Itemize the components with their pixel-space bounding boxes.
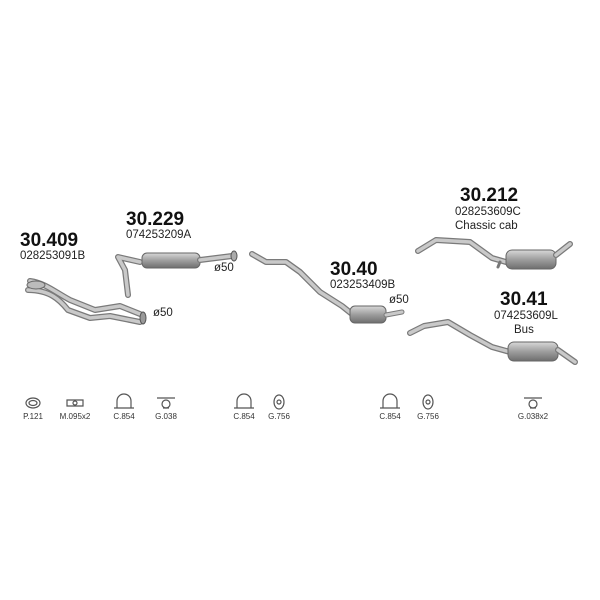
part-number: 30.212 <box>460 185 519 206</box>
rubber-mount-icon <box>422 394 434 410</box>
part-3041-rear-silencer <box>407 319 578 365</box>
diameter-label: ø50 <box>214 262 234 274</box>
part-number: 30.409 <box>20 230 79 251</box>
application-note: Bus <box>514 324 534 336</box>
part-number: 30.40 <box>330 259 378 280</box>
accessory-code: G.038x2 <box>517 412 549 421</box>
mount-icon <box>157 397 175 409</box>
gasket-icon <box>25 397 41 409</box>
diameter-label: ø50 <box>153 307 173 319</box>
accessory-code: P.121 <box>23 412 43 421</box>
part-30229-middle-muffler <box>115 250 238 298</box>
diameter-label: ø50 <box>389 294 409 306</box>
rubber-mount-icon <box>273 394 285 410</box>
mount-icon <box>524 397 542 409</box>
accessory-code: M.095x2 <box>59 412 91 421</box>
oem-number: 028253609C <box>455 206 521 218</box>
application-note: Chassic cab <box>455 220 518 232</box>
accessory-code: C.854 <box>233 412 255 421</box>
accessory-code: G.756 <box>417 412 439 421</box>
oem-number: 023253409B <box>330 279 396 291</box>
accessory-icons <box>25 393 542 410</box>
nut-icon <box>66 399 84 407</box>
part-30212-rear-silencer <box>415 237 573 270</box>
part-number: 30.229 <box>126 209 185 230</box>
oem-number: 074253209A <box>126 229 192 241</box>
part-3040-rear-muffler <box>249 251 405 324</box>
clamp-icon <box>380 393 400 409</box>
accessory-code: G.038 <box>155 412 177 421</box>
accessory-code: C.854 <box>113 412 135 421</box>
oem-number: 028253091B <box>20 250 86 262</box>
oem-number: 074253609L <box>494 310 558 322</box>
part-number: 30.41 <box>500 289 548 310</box>
accessory-code: C.854 <box>379 412 401 421</box>
clamp-icon <box>234 393 254 409</box>
accessory-code: G.756 <box>268 412 290 421</box>
clamp-icon <box>114 393 134 409</box>
part-30409-front-pipe <box>25 278 147 325</box>
